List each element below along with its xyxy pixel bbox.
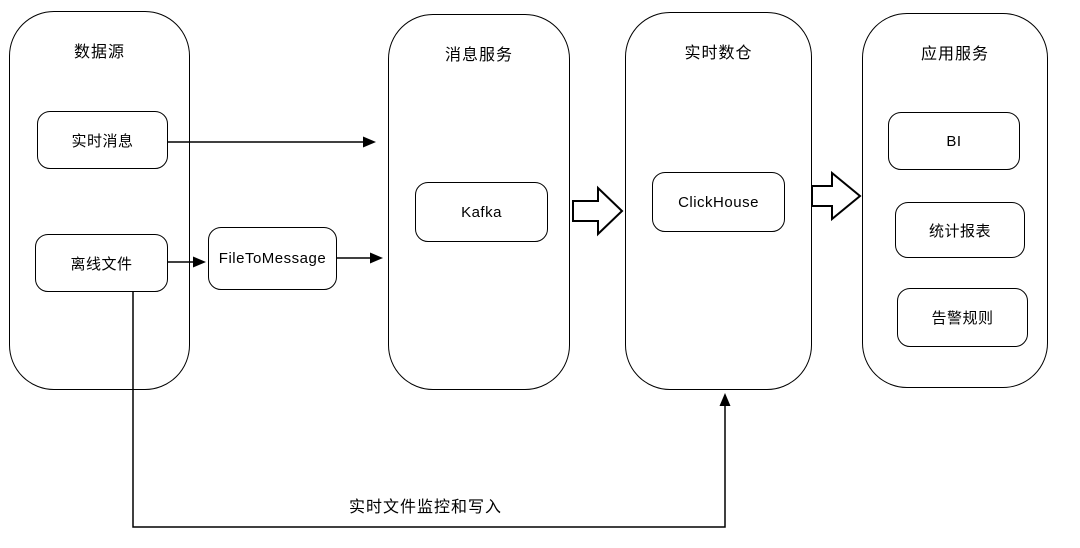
node-clickhouse: ClickHouse bbox=[652, 172, 785, 232]
arrowhead-right-icon bbox=[193, 256, 206, 268]
block-arrow-warehouse-to-app-icon bbox=[811, 170, 862, 222]
container-title-message-service: 消息服务 bbox=[444, 47, 513, 64]
arrowhead-right-icon bbox=[370, 252, 383, 264]
container-title-app-service: 应用服务 bbox=[920, 46, 989, 63]
edge-label-file-monitor: 实时文件监控和写入 bbox=[349, 499, 503, 516]
node-alert-rule: 告警规则 bbox=[897, 288, 1028, 347]
node-kafka: Kafka bbox=[415, 182, 548, 242]
node-file-to-message: FileToMessage bbox=[208, 227, 337, 290]
arrow-realtime-message-to-message-service bbox=[168, 136, 376, 148]
container-data-source: 数据源 bbox=[9, 11, 190, 390]
node-realtime-message: 实时消息 bbox=[37, 111, 168, 169]
arrowhead-up-icon bbox=[719, 393, 731, 406]
arrowhead-right-icon bbox=[363, 136, 376, 148]
block-arrow-msg-to-warehouse-icon bbox=[572, 185, 624, 237]
arrow-offline-file-to-realtime-warehouse bbox=[132, 292, 731, 528]
arrow-offline-file-to-filetomessage bbox=[168, 256, 206, 268]
node-offline-file: 离线文件 bbox=[35, 234, 168, 292]
node-stat-report: 统计报表 bbox=[895, 202, 1025, 258]
container-title-data-source: 数据源 bbox=[73, 44, 125, 61]
container-title-realtime-warehouse: 实时数仓 bbox=[684, 45, 753, 62]
node-bi: BI bbox=[888, 112, 1020, 170]
arrow-filetomessage-to-message-service bbox=[337, 252, 383, 264]
